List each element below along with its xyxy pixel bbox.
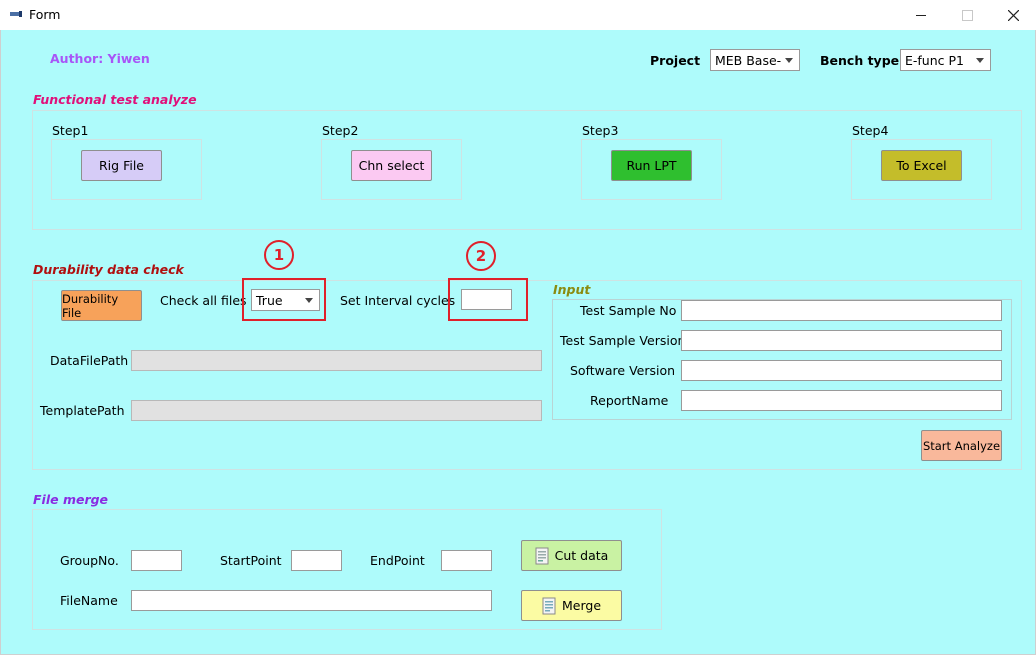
test-sample-version-input[interactable] xyxy=(681,330,1002,351)
chevron-down-icon xyxy=(785,58,793,63)
check-all-files-select[interactable]: True xyxy=(251,289,320,311)
start-point-input[interactable] xyxy=(291,550,342,571)
title-bar: Form xyxy=(0,0,1036,31)
step2-label: Step2 xyxy=(322,123,359,138)
software-version-input[interactable] xyxy=(681,360,1002,381)
annotation-box-2 xyxy=(448,278,528,321)
end-point-input[interactable] xyxy=(441,550,492,571)
minimize-button[interactable] xyxy=(898,0,944,30)
report-name-label: ReportName xyxy=(590,393,669,408)
set-interval-cycles-label: Set Interval cycles xyxy=(340,293,456,308)
author-label: Author: Yiwen xyxy=(50,51,150,66)
template-path-label: TemplatePath xyxy=(40,403,125,418)
step2-box xyxy=(321,139,462,200)
durability-section-title: Durability data check xyxy=(33,262,184,277)
step1-label: Step1 xyxy=(52,123,89,138)
step3-box xyxy=(581,139,722,200)
bench-type-label: Bench type xyxy=(820,53,900,68)
form-client-area: Author: Yiwen Project MEB Base- Bench ty… xyxy=(0,30,1036,655)
datafile-path-field[interactable] xyxy=(131,350,542,371)
maximize-icon xyxy=(961,9,973,21)
test-sample-version-label: Test Sample Version xyxy=(560,333,686,348)
start-analyze-button[interactable]: Start Analyze xyxy=(921,430,1002,461)
software-version-label: Software Version xyxy=(570,363,676,378)
cut-data-label: Cut data xyxy=(554,548,609,563)
datafile-path-label: DataFilePath xyxy=(50,353,129,368)
interval-cycles-input[interactable] xyxy=(461,289,512,310)
template-path-field[interactable] xyxy=(131,400,542,421)
test-sample-no-label: Test Sample No xyxy=(580,303,677,318)
annotation-marker-2: 2 xyxy=(466,241,496,271)
run-lpt-button[interactable]: Run LPT xyxy=(611,150,692,181)
input-group xyxy=(552,299,1012,420)
chn-select-button[interactable]: Chn select xyxy=(351,150,432,181)
file-merge-section-title: File merge xyxy=(33,492,109,507)
start-point-label: StartPoint xyxy=(220,553,282,568)
annotation-box-1 xyxy=(242,278,326,321)
functional-section-title: Functional test analyze xyxy=(33,92,197,107)
document-merge-icon xyxy=(542,597,556,614)
close-button[interactable] xyxy=(990,0,1036,30)
window-title: Form xyxy=(29,7,61,22)
bench-type-select-value: E-func P1 xyxy=(905,52,964,68)
cut-data-button[interactable]: Cut data xyxy=(521,540,622,571)
chevron-down-icon xyxy=(976,58,984,63)
document-cut-icon xyxy=(535,547,549,564)
annotation-marker-1: 1 xyxy=(264,240,294,270)
group-no-input[interactable] xyxy=(131,550,182,571)
input-section-title: Input xyxy=(553,282,591,297)
chevron-down-icon xyxy=(305,298,313,303)
group-no-label: GroupNo. xyxy=(60,553,119,568)
merge-button[interactable]: Merge xyxy=(521,590,622,621)
durability-file-button[interactable]: Durability File xyxy=(61,290,142,321)
test-sample-no-input[interactable] xyxy=(681,300,1002,321)
functional-group xyxy=(32,110,1022,230)
check-all-files-value: True xyxy=(256,292,283,308)
file-name-input[interactable] xyxy=(131,590,492,611)
maximize-button[interactable] xyxy=(944,0,990,30)
step3-label: Step3 xyxy=(582,123,619,138)
project-label: Project xyxy=(650,53,701,68)
project-select-value: MEB Base- xyxy=(715,52,782,68)
close-icon xyxy=(1007,9,1019,21)
step1-box xyxy=(51,139,202,200)
rig-file-button[interactable]: Rig File xyxy=(81,150,162,181)
bench-type-select[interactable]: E-func P1 xyxy=(900,49,991,71)
project-select[interactable]: MEB Base- xyxy=(710,49,800,71)
form-window-icon xyxy=(10,11,22,17)
merge-label: Merge xyxy=(561,598,602,613)
minimize-icon xyxy=(916,14,926,16)
end-point-label: EndPoint xyxy=(370,553,425,568)
step4-label: Step4 xyxy=(852,123,889,138)
file-name-label: FileName xyxy=(60,593,118,608)
step4-box xyxy=(851,139,992,200)
to-excel-button[interactable]: To Excel xyxy=(881,150,962,181)
report-name-input[interactable] xyxy=(681,390,1002,411)
check-all-files-label: Check all files xyxy=(160,293,247,308)
file-merge-group xyxy=(32,509,662,630)
